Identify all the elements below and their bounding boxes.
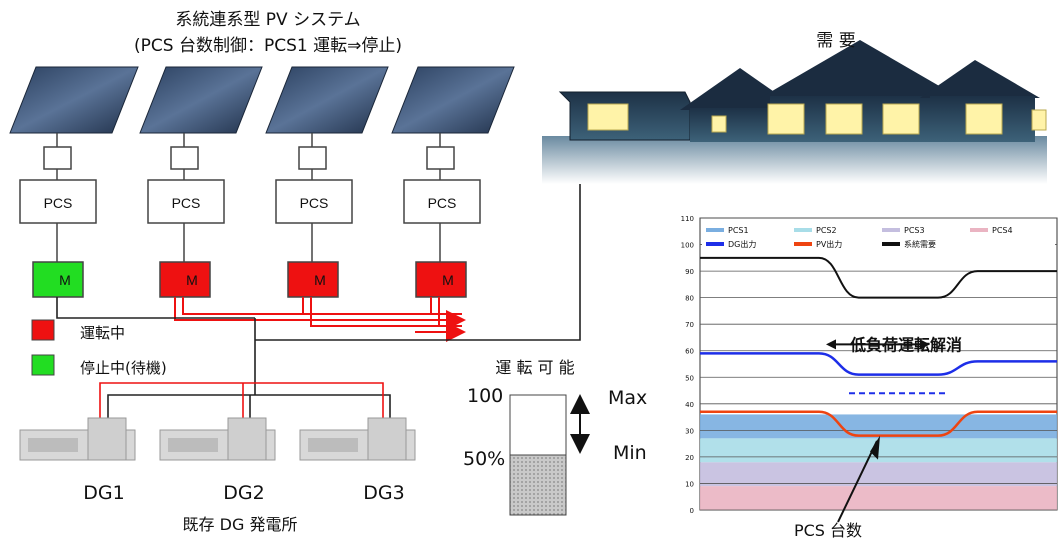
meter-4 [415,261,467,298]
y-tick-label: 50 [685,374,694,382]
legend-label: PCS3 [904,226,925,235]
dg-plant-caption: 既存 DG 発電所 [183,515,298,534]
chart-legend [702,220,1055,250]
y-tick-label: 100 [681,242,694,250]
demand-label: 需 要 [816,31,855,51]
y-tick-label: 80 [685,295,694,303]
pcs-label-3: PCS [300,195,329,211]
legend-label: PCS1 [728,226,749,235]
grid-wiring [56,182,581,425]
solar-panel-2 [139,66,263,134]
y-tick-label: 20 [685,454,694,462]
junction-box-4 [426,146,455,170]
solar-panel-4 [391,66,515,134]
legend-label: PCS4 [992,226,1013,235]
pcs-label-2: PCS [172,195,201,211]
pcs-label-4: PCS [428,195,457,211]
operable-range-fill [509,454,567,516]
y-tick-label: 90 [685,268,694,276]
annotation-arrowhead-left [826,339,836,350]
meter-label-2: M [186,272,198,288]
pcs-box-1 [19,179,97,224]
pcs-box-3 [275,179,353,224]
pv-power-flow [174,297,466,342]
y-tick-label: 40 [685,401,694,409]
gauge-bottom-label: 50% [463,448,505,470]
y-tick-label: 110 [681,215,694,223]
dg2-label: DG2 [223,482,264,504]
legend-label: 系統需要 [904,239,936,249]
legend-running-swatch [31,319,55,341]
meter-label-4: M [442,272,454,288]
dg1-label: DG1 [83,482,124,504]
y-tick-label: 70 [685,321,694,329]
y-tick-label: 0 [690,507,694,515]
generator-dg1 [19,417,136,461]
y-tick-label: 60 [685,348,694,356]
legend-stopped-label: 停止中(待機) [80,359,167,377]
demand-houses [542,40,1047,184]
solar-panel-1 [9,66,139,134]
y-tick-label: 10 [685,480,694,488]
legend-label: PV出力 [816,239,842,249]
meter-label-3: M [314,272,326,288]
meter-1 [32,261,84,298]
generator-dg2 [159,417,276,461]
annotation-label: 低負荷運転解消 [849,335,962,354]
meter-2 [159,261,211,298]
pcs-label-1: PCS [44,195,73,211]
pcs-box-4 [403,179,481,224]
junction-box-2 [170,146,199,170]
gauge-max-label: Max [608,387,647,409]
meter-label-1: M [59,272,71,288]
legend-label: PCS2 [816,226,837,235]
dg-output-line [699,352,1057,376]
annotation-arrowhead-right [920,339,930,350]
demand-line [700,256,1057,299]
system-title: 系統連系型 PV システム [175,10,360,30]
band-pcs4 [700,486,1057,510]
legend-running-label: 運転中 [80,324,125,342]
meter-3 [287,261,339,298]
legend-label: DG出力 [728,239,756,249]
pointer-label: PCS 台数 [794,521,862,540]
system-subtitle: (PCS 台数制御：PCS1 運転⇒停止) [134,36,402,56]
solar-panel-3 [265,66,389,134]
generator-dg3 [299,417,416,461]
y-tick-label: 30 [685,427,694,435]
pointer-arrowhead [870,435,880,460]
junction-box-1 [43,146,72,170]
junction-box-3 [298,146,327,170]
band-pcs1 [700,414,1057,439]
gauge-top-label: 100 [467,385,503,407]
operable-range-title: 運 転 可 能 [495,358,574,377]
legend-stopped-swatch [31,354,55,376]
band-pcs3 [700,462,1057,487]
pv-output-line [699,410,1057,437]
dg3-label: DG3 [363,482,404,504]
pointer-line [837,440,878,523]
pcs-box-2 [147,179,225,224]
gauge-min-label: Min [613,442,647,464]
